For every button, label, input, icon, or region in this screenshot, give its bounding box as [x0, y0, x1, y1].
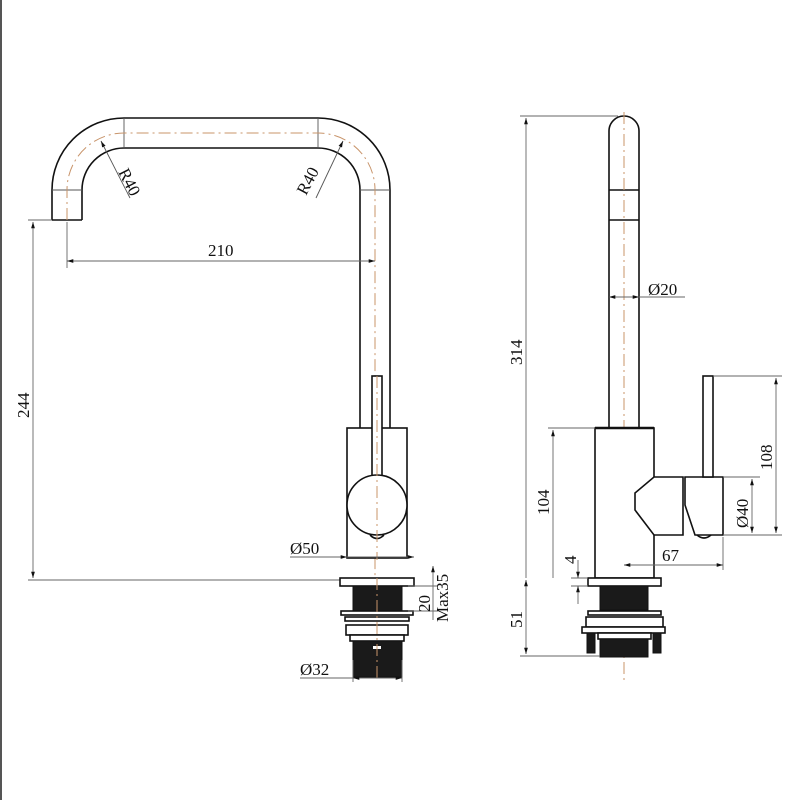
- spout-centerline: [66, 132, 376, 620]
- side-handle-cap: [684, 476, 724, 536]
- side-threaded-shank: [599, 585, 649, 611]
- page-left-border: [0, 0, 2, 800]
- max-deck-thickness-label: Max35: [433, 574, 452, 622]
- base-plate-label: 4: [561, 555, 580, 564]
- overall-height-label: 314: [507, 339, 526, 365]
- side-handle-housing: [634, 476, 684, 536]
- shank-diameter-label: Ø32: [300, 660, 329, 679]
- handle-projection-label: 67: [662, 546, 680, 565]
- spout-height-label: 244: [14, 392, 33, 418]
- body-diameter-label: Ø50: [290, 539, 319, 558]
- side-handle-lever: [702, 375, 714, 478]
- front-view: R40 R40 210 244 Ø50: [14, 117, 452, 682]
- radius-left-label: R40: [114, 165, 144, 199]
- side-view: 314 Ø20 108 Ø40 104 67: [507, 112, 782, 680]
- spout-inner-outline: [81, 147, 361, 428]
- body-height-label: 104: [534, 489, 553, 515]
- spout-outer-outline: [51, 117, 391, 428]
- shank-length-label: 20: [415, 595, 434, 612]
- spout-diameter-label: Ø20: [648, 280, 677, 299]
- handle-height-label: 108: [757, 445, 776, 471]
- below-deck-label: 51: [507, 611, 526, 628]
- handle-diameter-label: Ø40: [733, 499, 752, 528]
- side-base-flange: [587, 577, 662, 587]
- spout-reach-label: 210: [208, 241, 234, 260]
